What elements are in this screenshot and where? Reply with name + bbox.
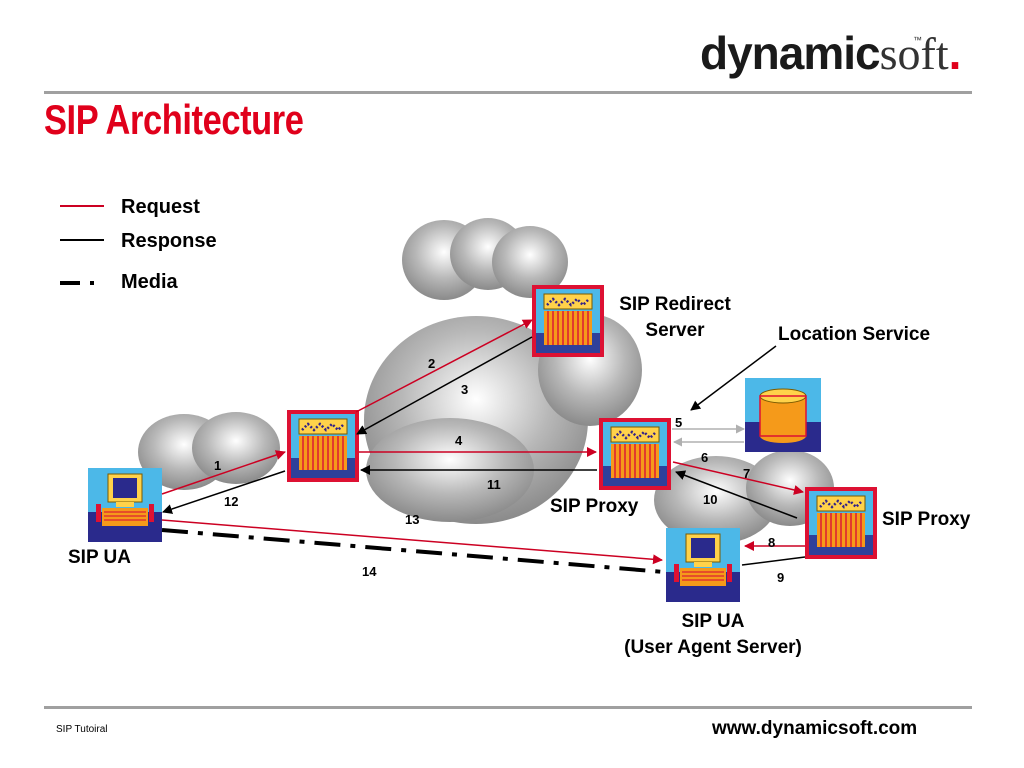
message-1-request — [161, 450, 286, 495]
step-label-4: 4 — [455, 433, 463, 448]
logo-dot: . — [948, 27, 962, 79]
message-9-response — [741, 556, 806, 566]
ua-left-computer-icon[interactable] — [87, 467, 163, 543]
message-7-request — [672, 461, 804, 495]
legend-request-label: Request — [121, 196, 200, 218]
step-label-6: 6 — [701, 450, 709, 465]
step-label-11: 11 — [487, 477, 501, 492]
message-3-response — [356, 336, 533, 435]
network-cloud-center — [364, 314, 642, 524]
ua-server-label: SIP UA (User Agent Server) — [600, 611, 826, 659]
logo-trademark: ™ — [913, 35, 922, 45]
footer-rule — [44, 706, 972, 709]
proxy-center-server-icon[interactable] — [597, 416, 673, 492]
step-label-12: 12 — [224, 494, 239, 509]
footer-tutorial-label: SIP Tutoiral — [56, 724, 108, 735]
step-label-5: 5 — [675, 415, 683, 430]
message-12-response — [162, 470, 286, 514]
ua-server-label-line2: (User Agent Server) — [624, 637, 802, 658]
step-label-9: 9 — [777, 570, 785, 585]
location-service-pointer — [690, 345, 777, 411]
logo-light-text: soft — [879, 28, 949, 79]
message-2-request — [355, 319, 533, 413]
ua-server-label-line1: SIP UA — [681, 611, 745, 632]
legend-response-label: Response — [121, 230, 217, 252]
proxy-center-label: SIP Proxy — [550, 496, 639, 517]
redirect-server-label-line2: Server — [645, 320, 705, 341]
proxy-right-label: SIP Proxy — [882, 509, 971, 530]
step-label-1: 1 — [214, 458, 222, 473]
page-title: SIP Architecture — [44, 96, 304, 143]
footer-website-link[interactable]: www.dynamicsoft.com — [712, 718, 918, 739]
ua-server-computer-icon[interactable] — [665, 527, 741, 603]
message-10-response — [675, 470, 798, 519]
proxy-right-server-icon[interactable] — [803, 485, 879, 561]
logo-bold-text: dynamic — [700, 27, 881, 79]
location-service-database-icon[interactable] — [745, 378, 821, 452]
message-14-media — [161, 528, 665, 574]
step-label-2: 2 — [428, 356, 436, 371]
legend-media-label: Media — [121, 271, 178, 293]
step-label-8: 8 — [768, 535, 776, 550]
location-service-label: Location Service — [778, 324, 931, 345]
step-label-14: 14 — [362, 564, 377, 579]
step-label-3: 3 — [461, 382, 469, 397]
message-13-request — [161, 519, 663, 565]
step-label-7: 7 — [743, 466, 751, 481]
redirect-server-icon[interactable] — [530, 283, 606, 359]
step-label-13: 13 — [405, 512, 420, 527]
redirect-server-label-line1: SIP Redirect — [619, 294, 731, 315]
proxy-left-server-icon[interactable] — [285, 408, 361, 484]
network-cloud-top — [402, 218, 568, 300]
step-label-10: 10 — [703, 492, 718, 507]
header-rule — [44, 91, 972, 94]
redirect-server-label: SIP Redirect Server — [600, 294, 750, 342]
dynamicsoft-logo: dynamicsoft. ™ — [700, 30, 961, 77]
ua-left-label: SIP UA — [68, 547, 132, 568]
